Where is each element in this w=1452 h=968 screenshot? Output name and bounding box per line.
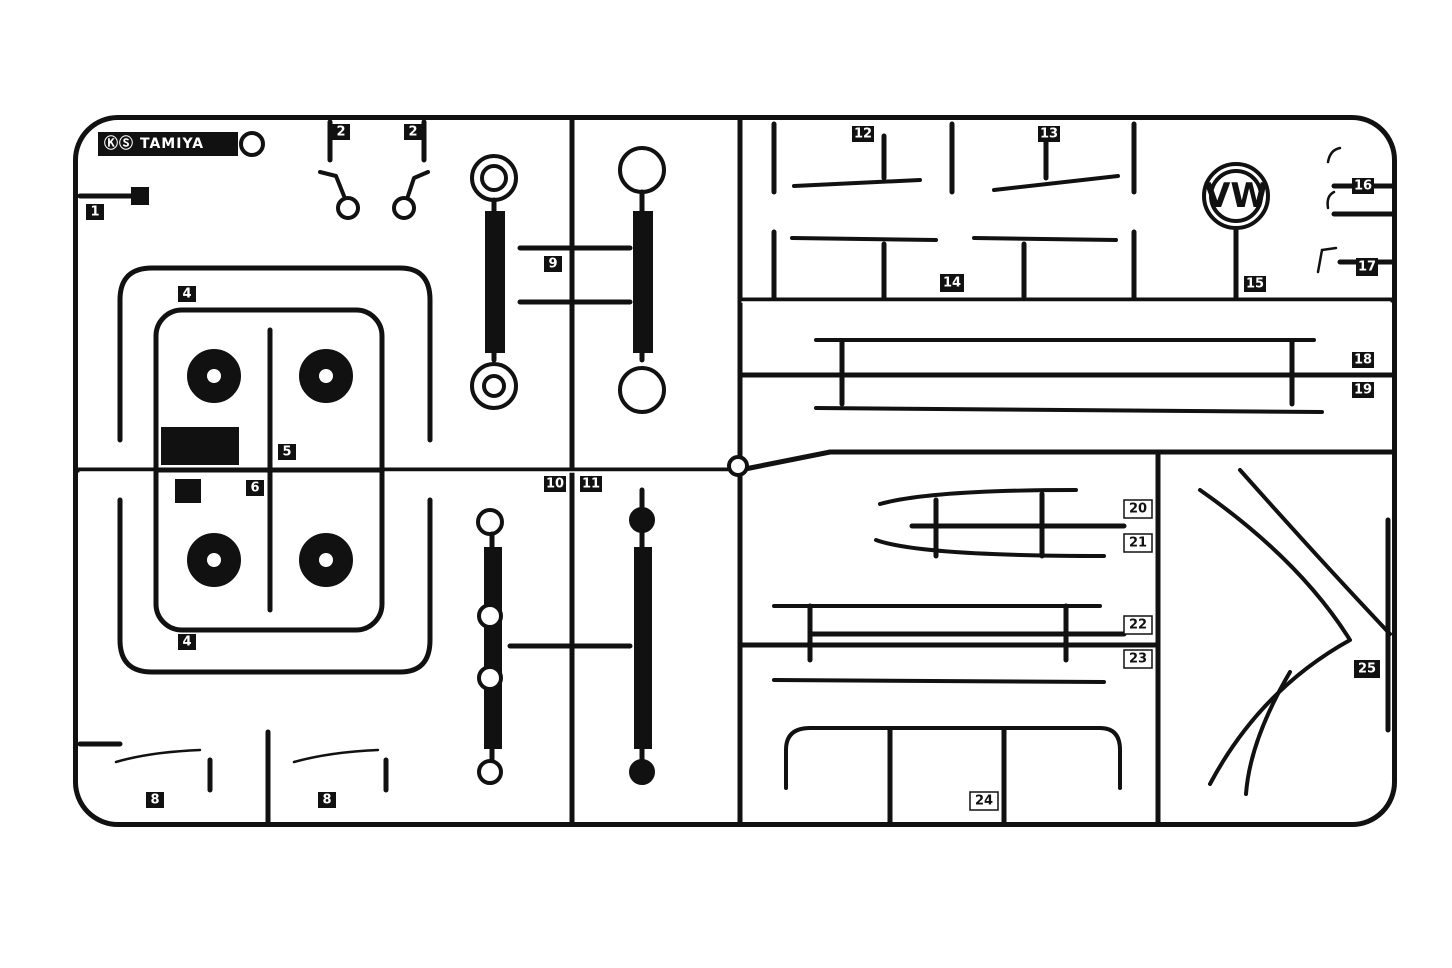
wheel-cluster-lower — [117, 497, 433, 675]
tag-6: 6 — [246, 480, 264, 496]
svg-text:2: 2 — [408, 125, 417, 140]
part-group-2 — [318, 119, 430, 220]
svg-text:21: 21 — [1129, 536, 1147, 551]
svg-text:24: 24 — [975, 794, 993, 809]
svg-text:10: 10 — [546, 477, 564, 492]
tag-2: 2 — [332, 124, 350, 140]
svg-text:23: 23 — [1129, 652, 1147, 667]
svg-text:4: 4 — [182, 287, 191, 302]
tag-23: 23 — [1123, 649, 1153, 669]
tag-4: 4 — [178, 286, 196, 302]
door-handles — [77, 729, 389, 825]
tag-25: 25 — [1354, 660, 1380, 678]
wheel-cluster-upper — [117, 265, 433, 633]
plate-part — [161, 427, 239, 465]
part-number-tags: 1 2 2 4 5 6 4 8 8 9 10 11 12 13 14 15 16… — [86, 124, 1380, 811]
tag-8: 8 — [146, 792, 164, 808]
tag-20: 20 — [1123, 499, 1153, 519]
tag-21: 21 — [1123, 533, 1153, 553]
tag-9: 9 — [544, 256, 562, 272]
svg-text:13: 13 — [1040, 127, 1058, 142]
tag-16: 16 — [1352, 178, 1374, 194]
headlamp-parts-lower — [476, 487, 655, 785]
svg-text:20: 20 — [1129, 502, 1147, 517]
svg-text:25: 25 — [1358, 662, 1376, 677]
tag-17: 17 — [1356, 258, 1378, 276]
svg-text:16: 16 — [1354, 179, 1372, 194]
tag-22: 22 — [1123, 615, 1153, 635]
svg-text:14: 14 — [943, 276, 961, 291]
tag-15: 15 — [1244, 276, 1266, 292]
tag-5: 5 — [278, 444, 296, 460]
svg-text:15: 15 — [1246, 277, 1264, 292]
sprue-gate-hub — [727, 455, 749, 477]
tag-1: 1 — [86, 204, 104, 220]
svg-text:2: 2 — [336, 125, 345, 140]
trim-strips — [814, 338, 1324, 414]
tag-18: 18 — [1352, 352, 1374, 368]
svg-text:4: 4 — [182, 635, 191, 650]
bumper-parts — [772, 488, 1127, 684]
wiper-parts — [771, 121, 1137, 301]
svg-text:18: 18 — [1354, 353, 1372, 368]
svg-text:12: 12 — [854, 127, 872, 142]
small-block-part — [175, 479, 201, 503]
hook-parts — [1316, 146, 1395, 274]
headlamp-parts-upper — [470, 146, 666, 414]
tag-24: 24 — [969, 791, 999, 811]
tag-14: 14 — [940, 274, 964, 292]
svg-text:9: 9 — [548, 257, 557, 272]
tag-4b: 4 — [178, 634, 196, 650]
svg-text:17: 17 — [1358, 260, 1376, 275]
main-runners — [75, 117, 1395, 825]
tag-12: 12 — [852, 126, 874, 142]
svg-text:ⓀⓈ: ⓀⓈ — [104, 135, 134, 152]
brand-label: TAMIYA — [140, 136, 204, 152]
svg-text:5: 5 — [282, 445, 291, 460]
window-frame-part — [784, 726, 1122, 825]
svg-text:19: 19 — [1354, 383, 1372, 398]
svg-text:11: 11 — [582, 477, 600, 492]
svg-text:22: 22 — [1129, 618, 1147, 633]
vw-logo-text: VW — [1204, 176, 1268, 216]
curved-bumper-part — [1198, 468, 1392, 796]
part-1 — [77, 187, 149, 205]
vw-badge-part: VW — [1202, 162, 1270, 301]
tag-11: 11 — [580, 476, 602, 492]
svg-text:8: 8 — [322, 793, 331, 808]
svg-text:8: 8 — [150, 793, 159, 808]
tag-8b: 8 — [318, 792, 336, 808]
tag-2b: 2 — [404, 124, 422, 140]
brand-plate: TAMIYA ⓀⓈ — [98, 131, 265, 157]
svg-text:6: 6 — [250, 481, 259, 496]
svg-text:1: 1 — [90, 205, 99, 220]
tag-10: 10 — [544, 476, 566, 492]
tag-19: 19 — [1352, 382, 1374, 398]
tag-13: 13 — [1038, 126, 1060, 142]
